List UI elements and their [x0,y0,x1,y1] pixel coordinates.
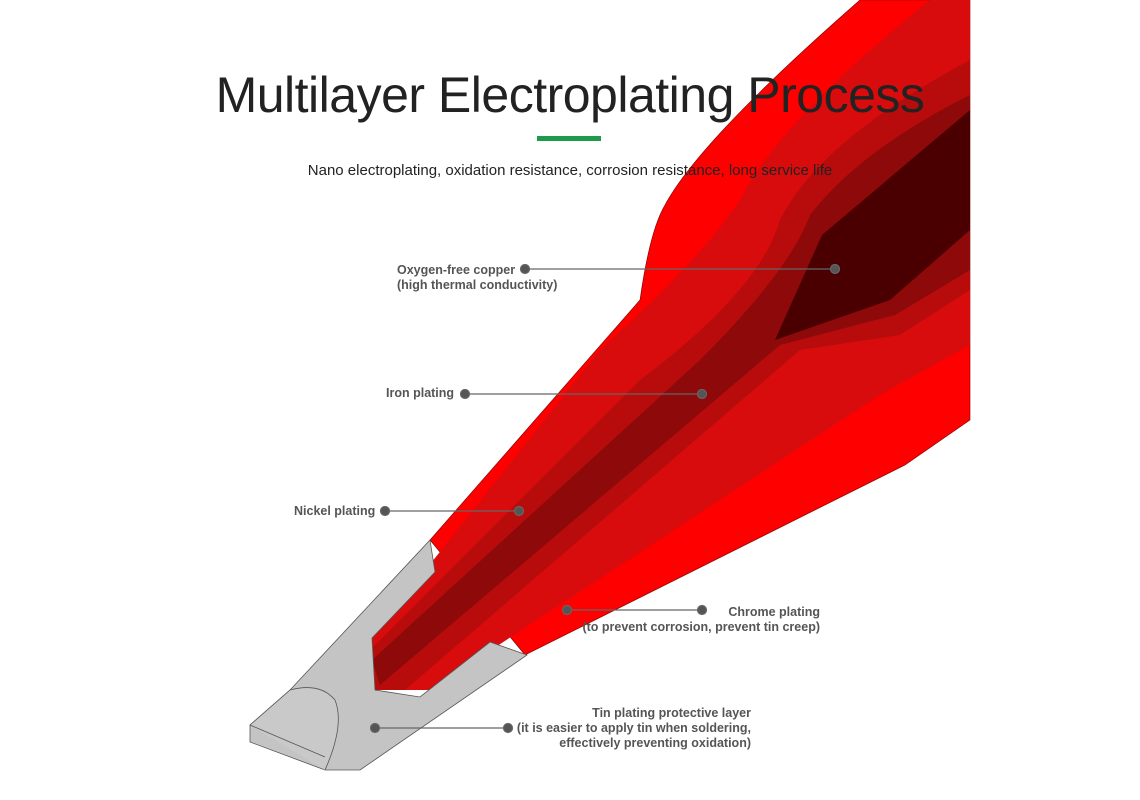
label-copper: Oxygen-free copper (high thermal conduct… [397,263,557,293]
label-iron: Iron plating [386,386,455,400]
label-copper-title: Oxygen-free copper [397,263,516,277]
page-title: Multilayer Electroplating Process [215,67,925,123]
copper-core [775,110,970,340]
accent-divider [537,136,601,141]
label-tin-note-1: (it is easier to apply tin when solderin… [516,721,751,735]
label-tin-title: Tin plating protective layer [592,706,751,720]
subtitle: Nano electroplating, oxidation resistanc… [307,162,833,179]
tip-face [249,687,339,771]
label-tin: Tin plating protective layer (it is easi… [517,706,751,751]
label-copper-note: (high thermal conductivity) [397,278,558,292]
label-chrome: Chrome plating (to prevent corrosion, pr… [582,605,820,635]
label-tin-note-2: effectively preventing oxidation) [559,736,751,750]
label-chrome-note: (to prevent corrosion, prevent tin creep… [582,620,820,634]
label-nickel: Nickel plating [294,504,376,518]
label-chrome-title: Chrome plating [728,605,820,619]
